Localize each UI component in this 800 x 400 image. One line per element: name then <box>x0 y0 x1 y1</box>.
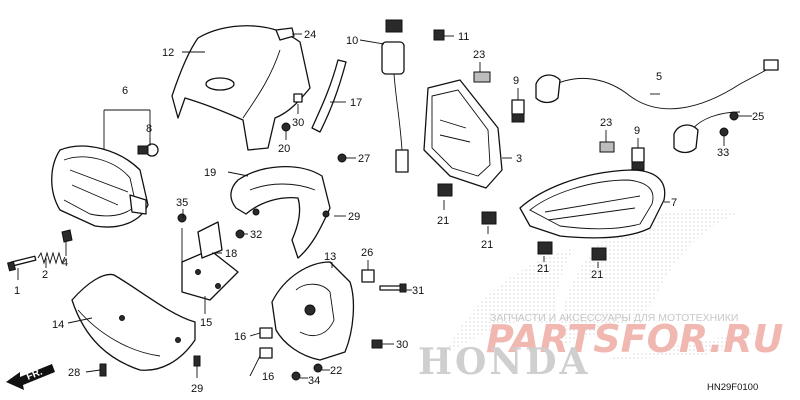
honda-brand-watermark: HONDA <box>418 341 590 383</box>
part-18-bracket <box>197 221 223 259</box>
part-9-bulb-upper <box>511 99 525 123</box>
part-27-bolt <box>337 153 347 163</box>
part-17-hose <box>311 59 347 133</box>
part-34-nut <box>291 371 301 381</box>
callout-4: 4 <box>62 257 68 269</box>
callout-14: 14 <box>52 319 64 331</box>
callout-12: 12 <box>162 47 174 59</box>
part-16-collar-lower <box>259 347 273 359</box>
callout-10: 10 <box>346 35 358 47</box>
callout-34: 34 <box>308 375 320 387</box>
part-30-clip <box>371 339 383 349</box>
callout-11: 11 <box>458 31 469 43</box>
honda-wing-watermark <box>445 209 760 360</box>
part-31-bolt <box>379 283 407 293</box>
callout-35: 35 <box>176 197 188 209</box>
callout-29-upper: 29 <box>348 211 360 223</box>
part-3-headlight <box>423 79 503 189</box>
callout-32: 32 <box>250 229 262 241</box>
callout-16-upper: 16 <box>234 331 246 343</box>
callout-30-upper: 30 <box>292 117 304 129</box>
watermark-site-logo: PARTSFOR.RU <box>486 317 784 361</box>
part-35-screw <box>177 213 187 223</box>
part-14-lower-cover <box>71 273 196 371</box>
callout-7: 7 <box>671 197 677 209</box>
callout-21-d: 21 <box>591 269 603 281</box>
callout-24: 24 <box>304 29 316 41</box>
part-28-screw <box>99 363 107 377</box>
part-21-cushion-b <box>481 211 497 225</box>
part-26-collar <box>361 269 375 283</box>
callout-33: 33 <box>717 147 729 159</box>
callout-23-lower: 23 <box>600 117 612 129</box>
part-4-nut <box>61 229 73 243</box>
part-5-wire-harness <box>535 59 779 154</box>
part-16-collar-upper <box>259 327 273 339</box>
leader-lines <box>17 33 752 379</box>
part-7-headlight-lens <box>519 169 666 239</box>
part-29-screw-lower <box>193 355 201 367</box>
part-2-spring <box>37 251 66 265</box>
callout-31: 31 <box>412 285 424 297</box>
callout-19: 19 <box>204 167 216 179</box>
part-10-socket-harness <box>381 19 409 173</box>
part-22-nut <box>313 363 323 373</box>
part-6-headlight-assembly <box>51 145 149 228</box>
callout-5: 5 <box>656 71 662 83</box>
part-21-cushion-c <box>537 241 553 255</box>
callout-2: 2 <box>42 269 48 281</box>
callout-26: 26 <box>361 247 373 259</box>
part-13-mounting-stay <box>271 261 355 361</box>
part-8-bulb <box>137 143 159 157</box>
callout-15: 15 <box>200 317 212 329</box>
callout-29-lower: 29 <box>191 383 203 395</box>
callout-8: 8 <box>146 123 152 135</box>
part-21-cushion-d <box>591 247 607 261</box>
part-23-grommet-lower <box>599 141 615 153</box>
part-21-cushion-a <box>437 183 453 197</box>
callout-1: 1 <box>14 285 20 297</box>
part-11-clip <box>433 29 445 41</box>
callout-6: 6 <box>122 85 128 97</box>
callout-21-b: 21 <box>481 239 493 251</box>
callout-9-upper: 9 <box>513 75 519 87</box>
part-24-clip <box>275 27 295 41</box>
part-1-bolt <box>7 255 37 272</box>
part-33-bolt <box>719 127 729 137</box>
callout-30-lower: 30 <box>396 339 408 351</box>
callout-17: 17 <box>350 97 362 109</box>
part-19-inner-panel <box>230 166 331 259</box>
part-32-bolt <box>235 229 245 239</box>
part-20-nut <box>281 122 291 132</box>
callout-3: 3 <box>516 153 522 165</box>
watermark-tagline: ЗАПЧАСТИ И АКСЕССУАРЫ ДЛЯ МОТОТЕХНИКИ <box>490 312 738 324</box>
callout-21-a: 21 <box>437 215 449 227</box>
diagram-code: HN29F0100 <box>707 382 758 393</box>
callout-23-upper: 23 <box>473 49 485 61</box>
part-30-grommet <box>293 93 303 103</box>
callout-25: 25 <box>752 111 764 123</box>
callout-27: 27 <box>358 153 370 165</box>
callout-20: 20 <box>278 143 290 155</box>
callout-13: 13 <box>324 251 336 263</box>
callout-18: 18 <box>225 248 237 260</box>
front-direction-arrow-icon <box>6 364 55 390</box>
part-23-grommet-upper <box>473 71 491 83</box>
part-9-bulb-lower <box>631 147 645 171</box>
callout-numbers: 1 2 4 6 8 12 14 15 35 18 32 19 28 29 24 … <box>14 29 764 395</box>
part-25-clip <box>729 111 739 121</box>
callout-16-lower: 16 <box>262 371 274 383</box>
callout-9-lower: 9 <box>634 125 640 137</box>
callout-28: 28 <box>68 367 80 379</box>
callout-21-c: 21 <box>537 263 549 275</box>
part-12-upper-cover <box>171 25 311 151</box>
callout-22: 22 <box>330 365 342 377</box>
